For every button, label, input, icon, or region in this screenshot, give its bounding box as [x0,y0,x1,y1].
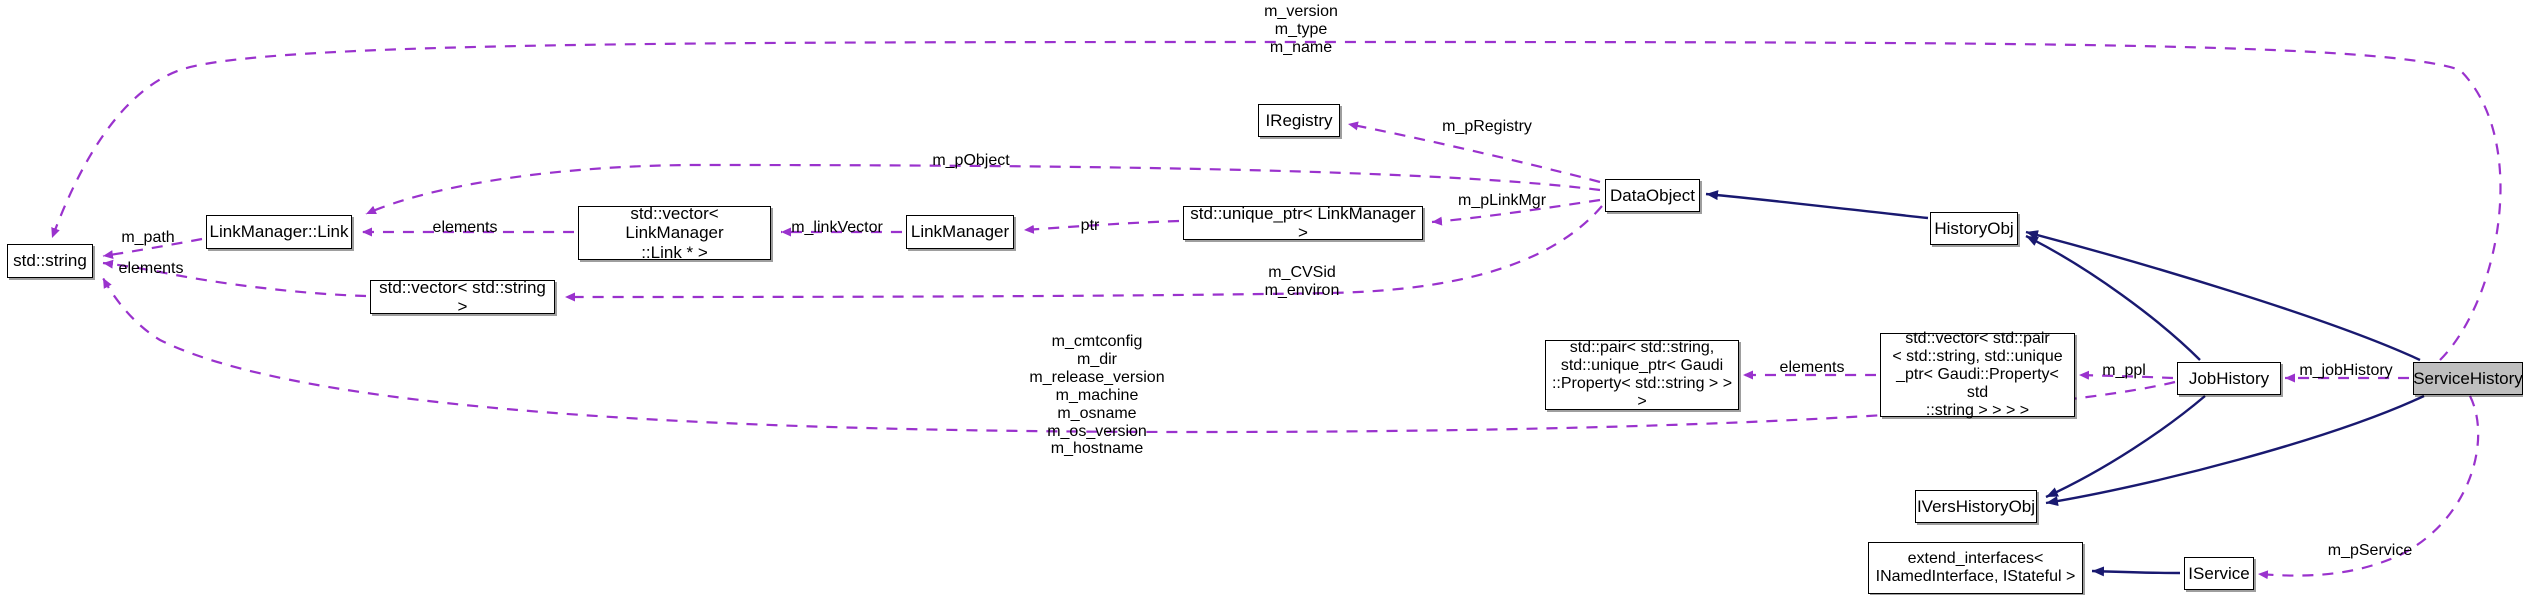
edge-label-elements-pair: elements [1779,359,1845,376]
node-vector-pair-string-property[interactable]: std::vector< std::pair < std::string, st… [1880,330,2075,419]
node-dataobject[interactable]: DataObject [1605,179,1700,212]
edge-label-elements-link: elements [432,219,498,236]
edge-iservice-to-extendinterfaces [2091,566,2181,577]
node-pair-string-property[interactable]: std::pair< std::string, std::unique_ptr<… [1545,339,1739,410]
edge-servicehistory-to-iversahistoryobj [2045,394,2425,506]
edge-label-m-linkvector: m_linkVector [791,219,883,236]
edge-label-m-pservice: m_pService [2327,542,2413,559]
node-historyobj[interactable]: HistoryObj [1930,212,2018,245]
node-iversahistoryobj[interactable]: IVersHistoryObj [1915,490,2037,523]
edge-label-job-properties: m_cmtconfig m_dir m_release_version m_ma… [1029,333,1165,458]
node-vector-std-string[interactable]: std::vector< std::string > [370,278,555,316]
node-iregistry[interactable]: IRegistry [1258,104,1340,137]
node-linkmanager-link[interactable]: LinkManager::Link [206,215,352,249]
edge-label-m-ppl: m_ppl [2102,362,2146,379]
node-iservice[interactable]: IService [2184,557,2254,590]
edge-label-m-path: m_path [121,229,175,246]
node-extend-interfaces[interactable]: extend_interfaces< INamedInterface, ISta… [1868,542,2083,594]
edge-label-m-cvsid-m-environ: m_CVSid m_environ [1264,264,1340,299]
edge-label-m-version-type-name: m_version m_type m_name [1264,3,1338,56]
edge-servicehistory-to-historyobj [2025,230,2421,362]
edge-label-m-plinkmgr: m_pLinkMgr [1457,192,1547,209]
edge-historyobj-to-dataobject [1705,190,1929,220]
edge-label-elements-string: elements [118,260,184,277]
node-servicehistory[interactable]: ServiceHistory [2413,362,2523,395]
node-std-string[interactable]: std::string [7,244,93,278]
edge-label-m-jobhistory: m_jobHistory [2299,362,2393,379]
edge-label-ptr: ptr [1080,217,1100,234]
edge-label-m-pobject: m_pObject [932,152,1010,169]
node-vector-linkmanager-link-ptr[interactable]: std::vector< LinkManager ::Link * > [578,204,771,262]
edge-uniqueptrlinkmgr-to-linkmanager [1023,219,1180,234]
node-unique-ptr-linkmanager[interactable]: std::unique_ptr< LinkManager > [1183,204,1423,242]
edge-label-m-pregistry: m_pRegistry [1442,118,1532,135]
node-linkmanager[interactable]: LinkManager [906,215,1014,249]
node-jobhistory[interactable]: JobHistory [2177,362,2281,395]
